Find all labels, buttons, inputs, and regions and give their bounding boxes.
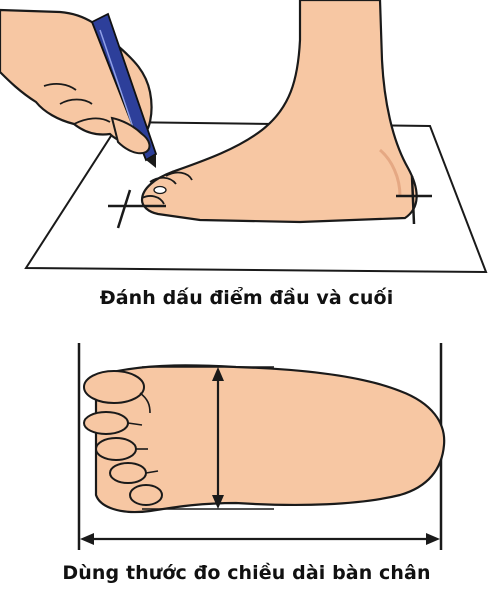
caption-measure-length: Dùng thước đo chiều dài bàn chân [62, 562, 431, 584]
measuring-svg [77, 343, 446, 550]
width-arrow [212, 367, 224, 509]
caption-mark-start-end: Đánh dấu điểm đầu và cuối [99, 287, 394, 309]
thumb [110, 116, 151, 155]
end-mark-tick [410, 175, 416, 225]
start-mark-tick [116, 189, 132, 229]
double-arrow [80, 533, 440, 545]
foot-side-view [140, 0, 418, 224]
foot-top-view [83, 364, 446, 514]
marking-illustration [0, 0, 493, 285]
marking-svg [0, 0, 488, 274]
measuring-illustration [0, 335, 493, 550]
